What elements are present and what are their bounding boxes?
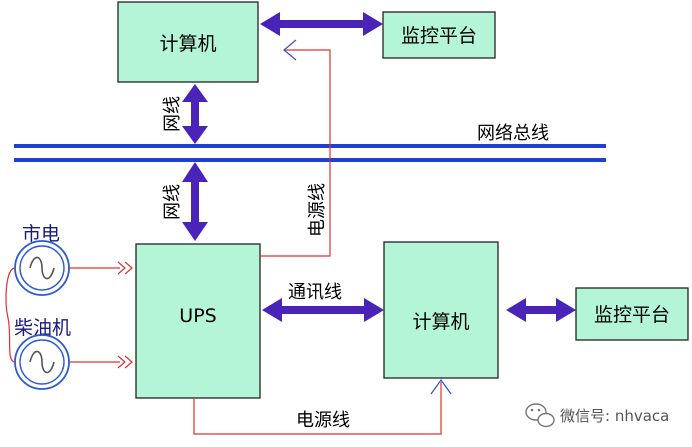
diesel-feed-arrow	[117, 355, 133, 369]
network-bus-label: 网络总线	[477, 123, 549, 144]
monitor-bottom-label: 监控平台	[594, 304, 670, 326]
computer-top-box[interactable]	[117, 1, 259, 83]
source-connector-wire	[5, 267, 16, 363]
power-line-vertical-label: 电源线	[307, 183, 328, 237]
arrow-bus-ups	[182, 162, 208, 241]
computer-bottom-label: 计算机	[412, 311, 469, 333]
diesel-generator-source-icon	[14, 334, 70, 390]
monitor-top-box[interactable]	[382, 11, 496, 59]
wechat-watermark: 微信号: nhvaca	[525, 403, 669, 428]
comm-line-label: 通讯线	[288, 282, 342, 303]
computer-bottom-box[interactable]	[383, 241, 499, 379]
city-power-source-icon	[14, 240, 70, 296]
watermark-text: 微信号: nhvaca	[560, 407, 669, 425]
power-arrowhead-bottom	[430, 378, 452, 395]
wechat-icon	[525, 403, 555, 428]
diesel-generator-label: 柴油机	[14, 317, 71, 339]
net-line-upper-label: 网线	[162, 96, 183, 132]
city-power-label: 市电	[22, 223, 60, 245]
power-line-bottom-label: 电源线	[296, 410, 350, 431]
computer-top-label: 计算机	[159, 33, 216, 55]
power-line-ups-to-top-computer	[260, 49, 331, 257]
net-line-lower-label: 网线	[162, 184, 183, 220]
power-arrowhead-top	[283, 39, 297, 61]
city-power-feed-arrow	[117, 261, 133, 275]
power-line-ups-to-bottom-computer	[193, 382, 442, 435]
arrow-ups-computer-bottom	[262, 298, 384, 322]
monitor-top-label: 监控平台	[401, 25, 477, 47]
ups-label: UPS	[179, 305, 216, 327]
ups-box[interactable]	[135, 243, 261, 399]
arrow-computer-monitor-bottom	[506, 298, 576, 322]
arrow-computer-monitor-top	[260, 12, 383, 36]
arrow-computer-bus	[182, 84, 208, 144]
monitor-bottom-box[interactable]	[575, 287, 689, 341]
